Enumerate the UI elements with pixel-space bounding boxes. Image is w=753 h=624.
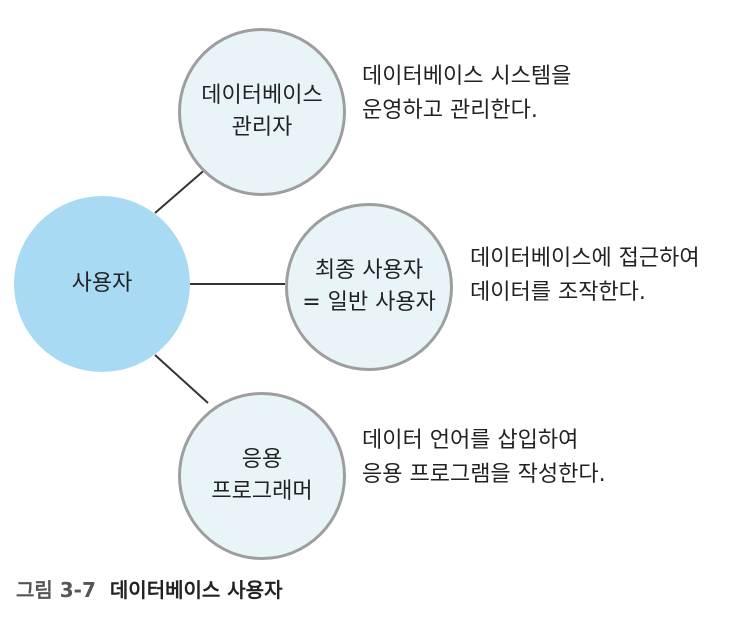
end-user-description-line-1: 데이터베이스에 접근하여 [470,246,700,271]
figure-title: 데이터베이스 사용자 [109,578,283,602]
dba-description-line-1: 데이터베이스 시스템을 [362,64,572,89]
user-center-label: 사용자 [71,271,133,296]
end-user-description: 데이터베이스에 접근하여 데이터를 조작한다. [470,242,700,310]
dba-node: 데이터베이스 관리자 [178,28,346,196]
dba-description-line-2: 운영하고 관리한다. [362,98,538,123]
end-user-node-line-2: = 일반 사용자 [302,290,436,315]
end-user-node: 최종 사용자 = 일반 사용자 [285,203,453,371]
programmer-node-line-2: 프로그래머 [211,479,313,504]
dba-description: 데이터베이스 시스템을 운영하고 관리한다. [362,60,571,128]
dba-node-line-1: 데이터베이스 [201,83,323,108]
programmer-node: 응용 프로그래머 [178,392,346,560]
connector-to-programmer [154,354,209,404]
programmer-node-line-1: 응용 [241,447,283,472]
dba-node-line-2: 관리자 [231,115,293,140]
connector-to-dba [154,166,209,214]
figure-caption: 그림 3-7 데이터베이스 사용자 [16,576,282,604]
end-user-node-line-1: 최종 사용자 [314,258,424,283]
end-user-description-line-2: 데이터를 조작한다. [470,280,646,305]
programmer-description-line-2: 응용 프로그램을 작성한다. [362,462,606,487]
programmer-description: 데이터 언어를 삽입하여 응용 프로그램을 작성한다. [362,424,606,492]
user-center-node: 사용자 [14,196,190,372]
programmer-description-line-1: 데이터 언어를 삽입하여 [362,428,579,453]
figure-number: 그림 3-7 [16,578,96,602]
